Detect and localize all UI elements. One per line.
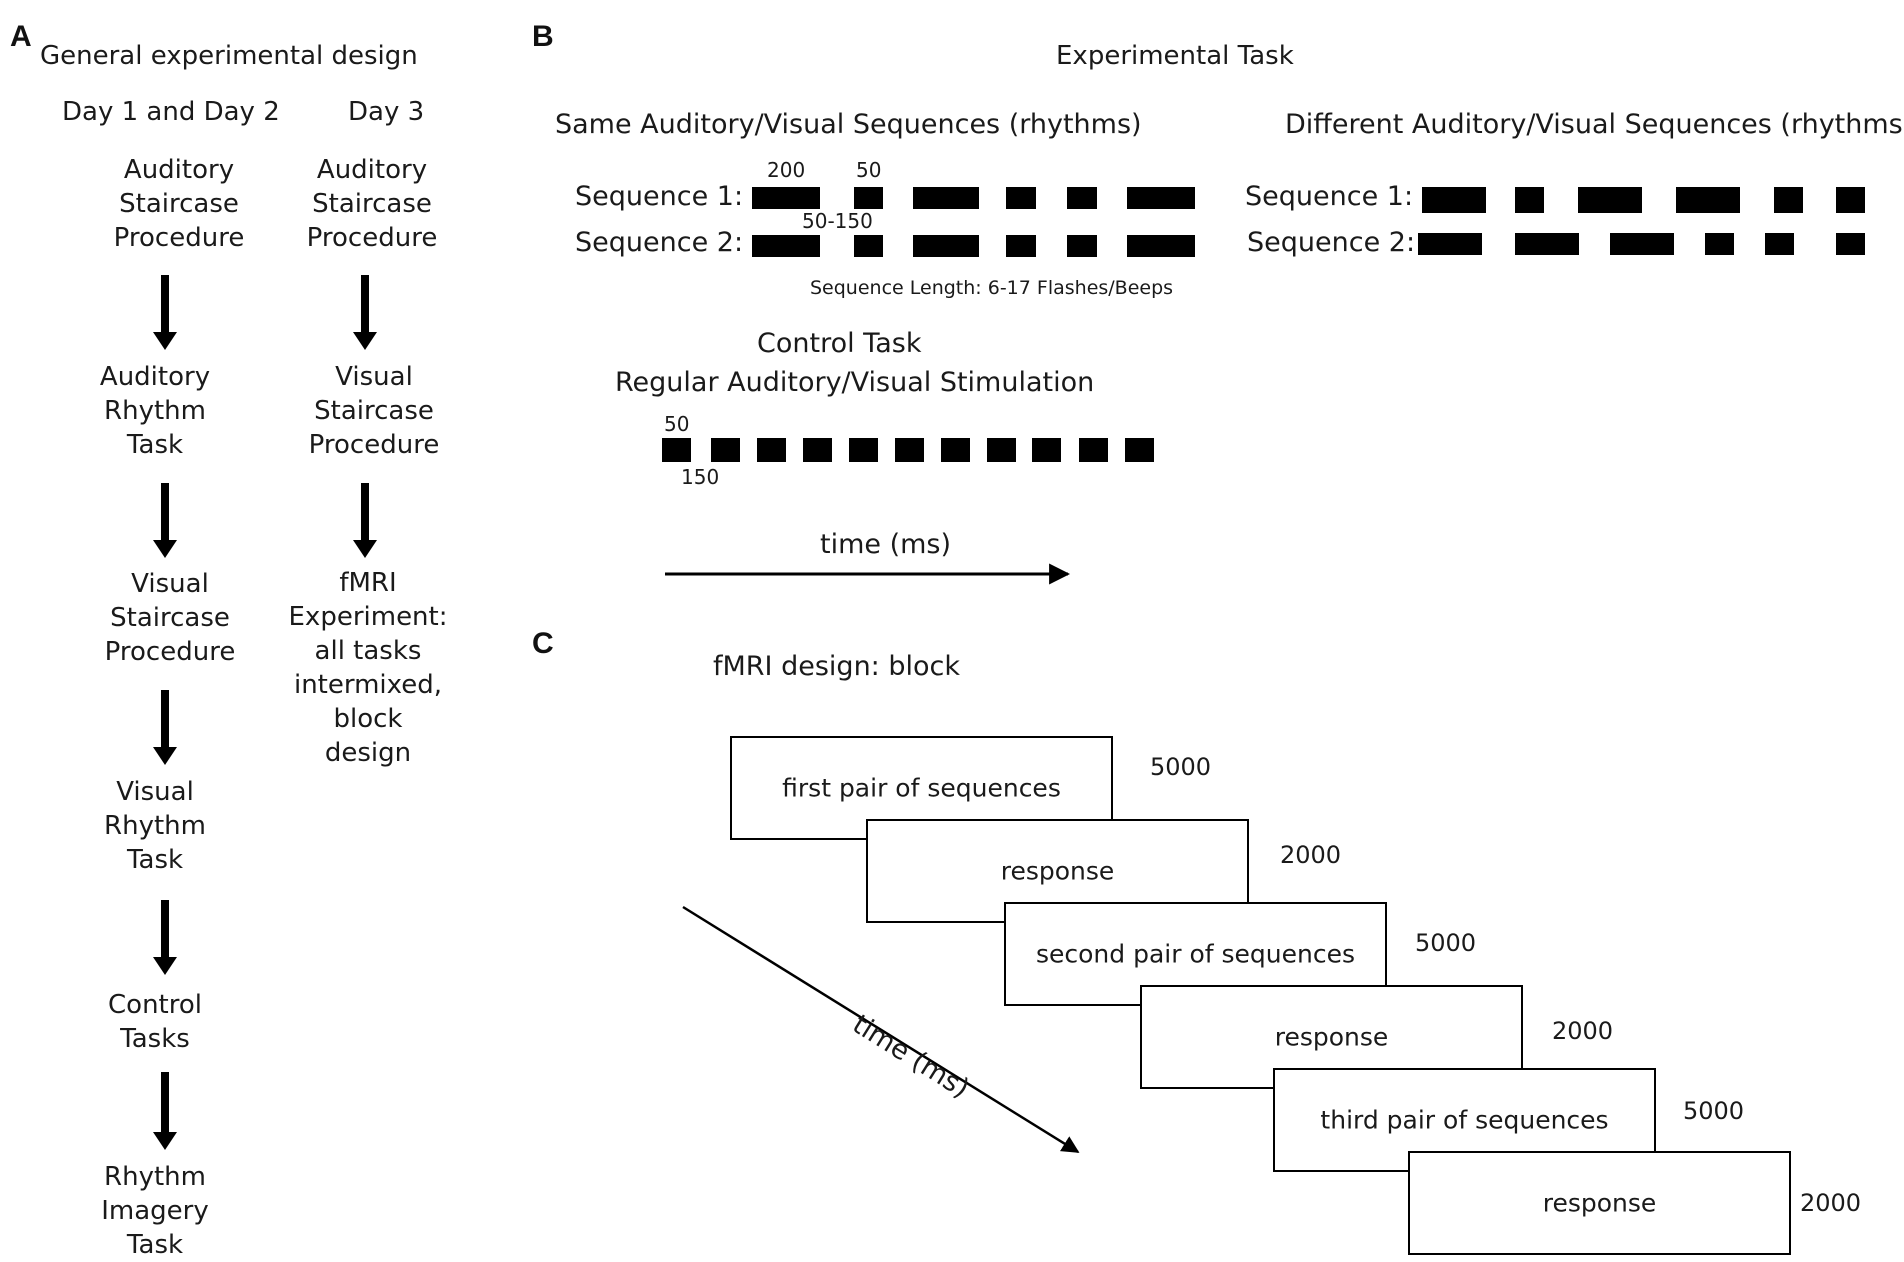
control-duration-50: 50 xyxy=(664,412,690,436)
panel-letter-b: B xyxy=(532,20,554,53)
control-bar-8 xyxy=(987,438,1016,462)
step-fmri-experiment: fMRI Experiment: all tasks intermixed, b… xyxy=(288,568,448,768)
flow-arrow-d3-1 xyxy=(353,275,377,350)
control-bar-3 xyxy=(757,438,786,462)
same-seq1-bar-1 xyxy=(752,187,820,209)
step-auditory-rhythm-task: Auditory Rhythm Task xyxy=(99,362,211,460)
control-bar-11 xyxy=(1125,438,1154,462)
step-visual-staircase-d3: Visual Staircase Procedure xyxy=(308,362,440,460)
diff-seq1-bar-2 xyxy=(1515,187,1544,213)
duration-response-3: 2000 xyxy=(1800,1189,1862,1217)
control-bar-2 xyxy=(711,438,740,462)
block-response-3: response xyxy=(1408,1151,1791,1255)
duration-third-pair: 5000 xyxy=(1683,1097,1745,1125)
block-response-3-label: response xyxy=(1542,1188,1657,1218)
control-bar-7 xyxy=(941,438,970,462)
flow-arrow-d12-5 xyxy=(153,1072,177,1150)
same-seq1-label: Sequence 1: xyxy=(575,181,744,212)
same-seq1-bar-5 xyxy=(1067,187,1097,209)
diff-seq2-label: Sequence 2: xyxy=(1247,227,1416,258)
block-second-pair-label: second pair of sequences xyxy=(1035,939,1355,969)
diff-seq2-bar-1 xyxy=(1418,233,1482,255)
step-visual-rhythm-task: Visual Rhythm Task xyxy=(104,777,206,875)
panel-a-title: General experimental design xyxy=(40,41,418,71)
diff-seq1-bar-4 xyxy=(1676,187,1740,213)
duration-second-pair: 5000 xyxy=(1415,929,1477,957)
block-response-1-label: response xyxy=(1000,856,1115,886)
flow-arrow-d12-1 xyxy=(153,275,177,350)
step-rhythm-imagery-task: Rhythm Imagery Task xyxy=(101,1162,209,1260)
day3-header: Day 3 xyxy=(348,97,425,127)
flow-arrow-d3-2 xyxy=(353,483,377,558)
control-bar-1 xyxy=(662,438,691,462)
step-auditory-staircase-d12: Auditory Staircase Procedure xyxy=(113,155,245,253)
diff-seq2-bar-2 xyxy=(1515,233,1579,255)
duration-response-1: 2000 xyxy=(1280,841,1342,869)
flow-arrow-d12-4 xyxy=(153,900,177,975)
sequence-length-note: Sequence Length: 6-17 Flashes/Beeps xyxy=(810,277,1174,299)
same-seq2-bar-1 xyxy=(752,235,820,257)
diff-seq2-bar-5 xyxy=(1765,233,1794,255)
control-bar-5 xyxy=(849,438,878,462)
diff-seq1-bar-3 xyxy=(1578,187,1642,213)
diff-seq2-bar-4 xyxy=(1705,233,1734,255)
diff-seq1-bar-6 xyxy=(1836,187,1865,213)
panel-letter-c: C xyxy=(532,627,554,660)
step-visual-staircase-d12: Visual Staircase Procedure xyxy=(104,569,236,667)
diff-seq2-bar-3 xyxy=(1610,233,1674,255)
diff-seq1-bar-5 xyxy=(1774,187,1803,213)
control-time-label: time (ms) xyxy=(820,529,952,560)
fmri-design-title: fMRI design: block xyxy=(713,651,960,682)
diff-seq1-bar-1 xyxy=(1422,187,1486,213)
same-seq2-bar-5 xyxy=(1067,235,1097,257)
day1-2-header: Day 1 and Day 2 xyxy=(62,97,280,127)
fmri-time-arrow xyxy=(682,905,1080,1154)
flow-arrow-d12-2 xyxy=(153,483,177,558)
block-third-pair-label: third pair of sequences xyxy=(1320,1105,1609,1135)
same-seq2-label: Sequence 2: xyxy=(575,227,744,258)
diff-seq2-bar-6 xyxy=(1836,233,1865,255)
same-seq2-bar-4 xyxy=(1006,235,1036,257)
control-gap-150: 150 xyxy=(681,465,720,489)
block-response-2-label: response xyxy=(1274,1022,1389,1052)
duration-200-annotation: 200 xyxy=(767,158,806,182)
same-seq1-bar-2 xyxy=(854,187,883,209)
control-bar-6 xyxy=(895,438,924,462)
duration-first-pair: 5000 xyxy=(1150,753,1212,781)
same-seq2-bar-2 xyxy=(854,235,883,257)
duration-50-annotation: 50 xyxy=(856,158,882,182)
diff-seq1-label: Sequence 1: xyxy=(1245,181,1414,212)
panel-b-title: Experimental Task xyxy=(1056,41,1294,71)
same-seq2-bar-6 xyxy=(1127,235,1195,257)
block-first-pair-label: first pair of sequences xyxy=(782,773,1061,803)
flow-arrow-d12-3 xyxy=(153,690,177,765)
control-task-subtitle: Regular Auditory/Visual Stimulation xyxy=(615,367,1095,398)
step-auditory-staircase-d3: Auditory Staircase Procedure xyxy=(306,155,438,253)
duration-response-2: 2000 xyxy=(1552,1017,1614,1045)
panel-letter-a: A xyxy=(10,20,32,53)
same-seq1-bar-4 xyxy=(1006,187,1036,209)
control-bar-4 xyxy=(803,438,832,462)
different-sequences-heading: Different Auditory/Visual Sequences (rhy… xyxy=(1285,109,1904,140)
control-bar-9 xyxy=(1032,438,1061,462)
same-seq2-bar-3 xyxy=(913,235,979,257)
same-seq1-bar-6 xyxy=(1127,187,1195,209)
step-control-tasks: Control Tasks xyxy=(108,990,202,1054)
gap-50-150-annotation: 50-150 xyxy=(802,209,873,233)
control-task-title: Control Task xyxy=(757,328,922,359)
same-seq1-bar-3 xyxy=(913,187,979,209)
same-sequences-heading: Same Auditory/Visual Sequences (rhythms) xyxy=(555,109,1142,140)
control-bar-10 xyxy=(1079,438,1108,462)
